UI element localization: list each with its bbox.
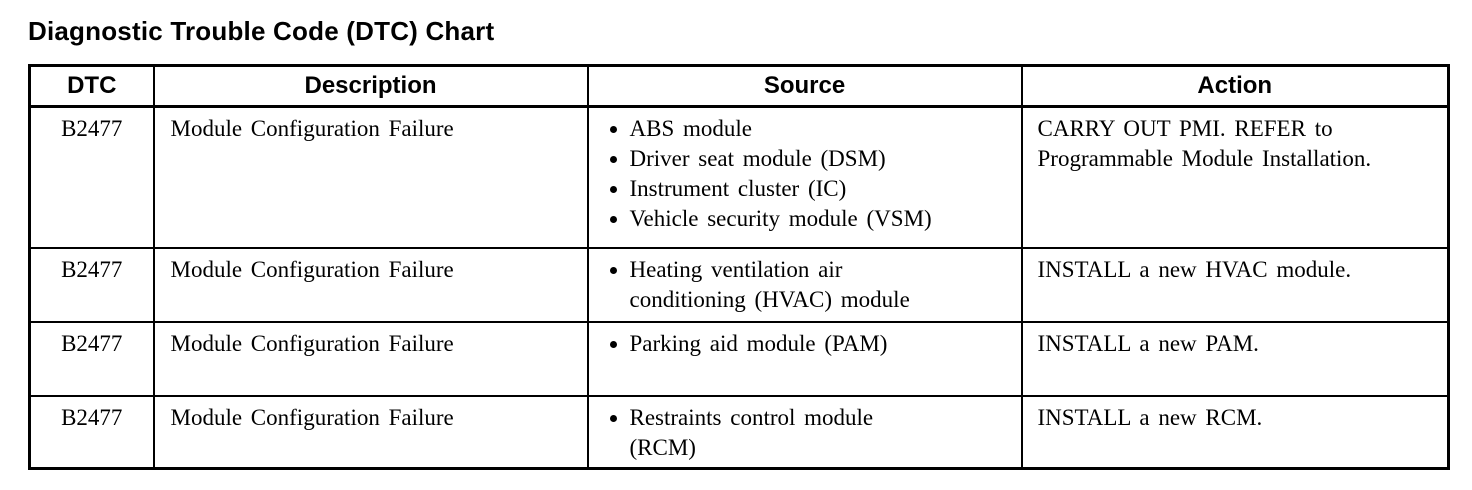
dtc-code: B2477 xyxy=(28,394,155,469)
dtc-table-header: DTC Description Source Action xyxy=(28,64,1450,108)
dtc-description: Module Configuration Failure xyxy=(152,246,589,323)
source-list-item: Vehicle security module (VSM) xyxy=(630,204,1013,234)
column-header-action: Action xyxy=(1020,64,1450,108)
source-list: Restraints control module (RCM) xyxy=(589,403,1013,463)
dtc-description: Module Configuration Failure xyxy=(152,105,589,249)
dtc-code: B2477 xyxy=(28,320,155,397)
source-list: Heating ventilation air conditioning (HV… xyxy=(589,255,1013,315)
source-list-item: Restraints control module (RCM) xyxy=(630,403,1013,463)
dtc-action: CARRY OUT PMI. REFER to Programmable Mod… xyxy=(1020,105,1450,249)
source-list-item: Parking aid module (PAM) xyxy=(630,329,1013,359)
dtc-source-cell: Restraints control module (RCM) xyxy=(586,394,1023,469)
dtc-action: INSTALL a new PAM. xyxy=(1020,320,1450,397)
dtc-description: Module Configuration Failure xyxy=(152,394,589,469)
table-row: B2477 Module Configuration Failure Restr… xyxy=(28,394,1450,469)
table-row: B2477 Module Configuration Failure Heati… xyxy=(28,246,1450,323)
source-list: Parking aid module (PAM) xyxy=(589,329,1013,359)
dtc-source-cell: Parking aid module (PAM) xyxy=(586,320,1023,397)
source-list-item: Instrument cluster (IC) xyxy=(630,174,1013,204)
source-list: ABS moduleDriver seat module (DSM)Instru… xyxy=(589,114,1013,234)
dtc-source-cell: Heating ventilation air conditioning (HV… xyxy=(586,246,1023,323)
column-header-source: Source xyxy=(586,64,1023,108)
page-title: Diagnostic Trouble Code (DTC) Chart xyxy=(28,16,495,46)
source-list-item: Heating ventilation air conditioning (HV… xyxy=(630,255,1013,315)
table-row: B2477 Module Configuration Failure ABS m… xyxy=(28,105,1450,249)
column-header-description: Description xyxy=(152,64,589,108)
source-list-item: Driver seat module (DSM) xyxy=(630,144,1013,174)
dtc-code: B2477 xyxy=(28,246,155,323)
dtc-code: B2477 xyxy=(28,105,155,249)
dtc-table-body: B2477 Module Configuration Failure ABS m… xyxy=(28,105,1450,469)
column-header-dtc: DTC xyxy=(28,64,155,108)
dtc-action: INSTALL a new HVAC module. xyxy=(1020,246,1450,323)
dtc-table: DTC Description Source Action B2477 Modu… xyxy=(28,64,1450,470)
header-row: DTC Description Source Action xyxy=(28,64,1450,108)
table-row: B2477 Module Configuration Failure Parki… xyxy=(28,320,1450,397)
dtc-source-cell: ABS moduleDriver seat module (DSM)Instru… xyxy=(586,105,1023,249)
source-list-item: ABS module xyxy=(630,114,1013,144)
dtc-action: INSTALL a new RCM. xyxy=(1020,394,1450,469)
dtc-description: Module Configuration Failure xyxy=(152,320,589,397)
